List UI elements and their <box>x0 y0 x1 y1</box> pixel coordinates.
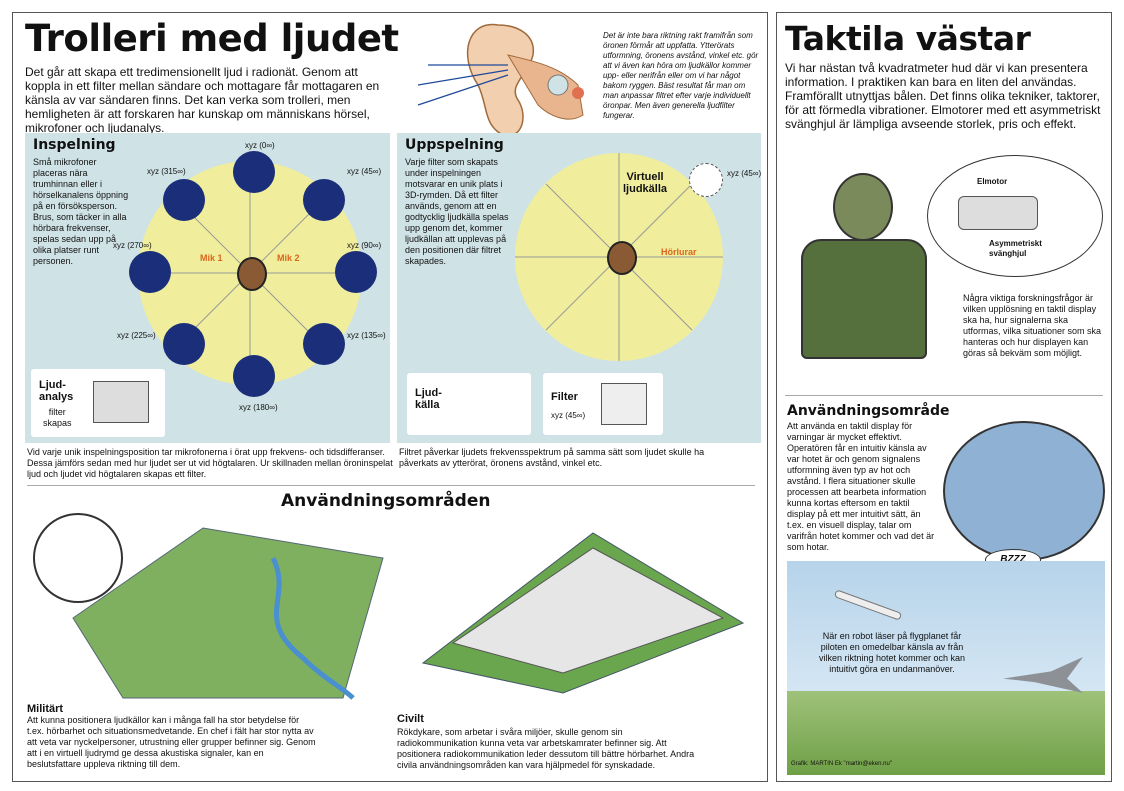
recording-text: Små mikrofoner placeras nära trumhinnan … <box>33 157 129 266</box>
left-title: Trolleri med ljudet <box>25 17 399 60</box>
pos-0: xyz (0∞) <box>245 141 275 150</box>
analysis-box: Ljud- analys filter skapas <box>31 369 165 437</box>
sky-scene <box>787 561 1105 775</box>
mic2-label: Mik 2 <box>277 253 300 263</box>
source-box: Ljud- källa <box>407 373 531 435</box>
virtual-source: Virtuell ljudkälla <box>623 171 668 195</box>
filter-label: Filter <box>551 391 578 403</box>
pos-225: xyz (225∞) <box>117 331 156 340</box>
speaker-icon <box>129 251 171 293</box>
recording-caption: Vid varje unik inspelningsposition tar m… <box>27 447 393 479</box>
helmet-icon <box>833 173 893 241</box>
ear-note: Det är inte bara riktning rakt framifrån… <box>603 31 759 120</box>
ear-illustration <box>417 23 584 137</box>
analysis-sub: filter skapas <box>43 407 72 428</box>
flywheel-label: Asymmetriskt svänghjul <box>989 239 1042 258</box>
speaker-icon <box>303 179 345 221</box>
pos-180: xyz (180∞) <box>239 403 278 412</box>
recording-panel: Inspelning Små mikrofoner placeras nära … <box>25 133 390 443</box>
civil-building <box>421 532 745 694</box>
military-text: Att kunna positionera ljudkällor kan i m… <box>27 715 316 769</box>
speaker-icon <box>233 151 275 193</box>
military-map <box>72 527 384 700</box>
soldier-bubble <box>33 513 123 603</box>
playback-panel: Uppspelning Varje filter som skapats und… <box>397 133 761 443</box>
right-divider <box>785 395 1103 396</box>
right-intro: Vi har nästan två kvadratmeter hud där v… <box>785 61 1101 131</box>
mic1-label: Mik 1 <box>200 253 223 263</box>
research-text: Några viktiga forskningsfrågor är vilken… <box>963 293 1102 358</box>
ground <box>787 691 1105 775</box>
pos-90: xyz (90∞) <box>347 241 382 250</box>
headphones-label: Hörlurar <box>661 247 697 257</box>
filter-box: Filter xyz (45∞) <box>543 373 663 435</box>
analysis-title: Ljud- analys <box>39 379 74 403</box>
right-title: Taktila västar <box>785 19 1031 58</box>
speaker-icon <box>233 355 275 397</box>
filter-device-icon <box>601 383 647 425</box>
civil-text: Rökdykare, som arbetar i svåra miljöer, … <box>397 727 695 770</box>
motor-icon <box>958 196 1038 230</box>
right-column: Taktila västar Vi har nästan två kvadrat… <box>776 12 1112 782</box>
left-intro: Det går att skapa ett tredimensionellt l… <box>25 65 380 135</box>
playback-text: Varje filter som skapats under inspelnin… <box>405 157 509 266</box>
pos-315: xyz (315∞) <box>147 167 186 176</box>
sky-band <box>787 561 1105 691</box>
pos-45: xyz (45∞) <box>347 167 382 176</box>
missile-text: När en robot läser på flygplanet får pil… <box>818 631 966 674</box>
dog-icon <box>689 163 723 197</box>
recording-title: Inspelning <box>33 137 116 153</box>
elmotor-label: Elmotor <box>977 177 1008 186</box>
head-icon <box>237 257 267 291</box>
military-title: Militärt <box>27 703 64 715</box>
head-headphones-icon <box>607 241 637 275</box>
playback-title: Uppspelning <box>405 137 504 153</box>
uses-title: Användningsområden <box>281 491 491 511</box>
filter-pos: xyz (45∞) <box>551 411 586 420</box>
pos-135: xyz (135∞) <box>347 331 386 340</box>
vest-icon <box>801 239 927 359</box>
pilot-figure <box>787 173 947 388</box>
use-text: Att använda en taktil display för varnin… <box>787 421 935 552</box>
playback-caption: Filtret påverkar ljudets frekvensspektru… <box>399 447 705 468</box>
civil-title: Civilt <box>397 713 424 725</box>
motor-bubble <box>927 155 1103 277</box>
virtual-pos: xyz (45∞) <box>727 169 762 178</box>
computer-icon <box>93 381 149 423</box>
pos-270: xyz (270∞) <box>113 241 152 250</box>
left-infographic: Trolleri med ljudet Det går att skapa et… <box>12 12 768 782</box>
speaker-icon <box>163 179 205 221</box>
credit: Grafik: MARTIN Ek "martin@eken.nu" <box>791 761 892 767</box>
cockpit-bubble <box>943 421 1105 561</box>
speaker-icon <box>163 323 205 365</box>
uses-divider <box>27 485 755 486</box>
speaker-icon <box>335 251 377 293</box>
speaker-icon <box>303 323 345 365</box>
source-label: Ljud- källa <box>415 387 442 411</box>
use-title: Användningsområde <box>787 403 950 419</box>
